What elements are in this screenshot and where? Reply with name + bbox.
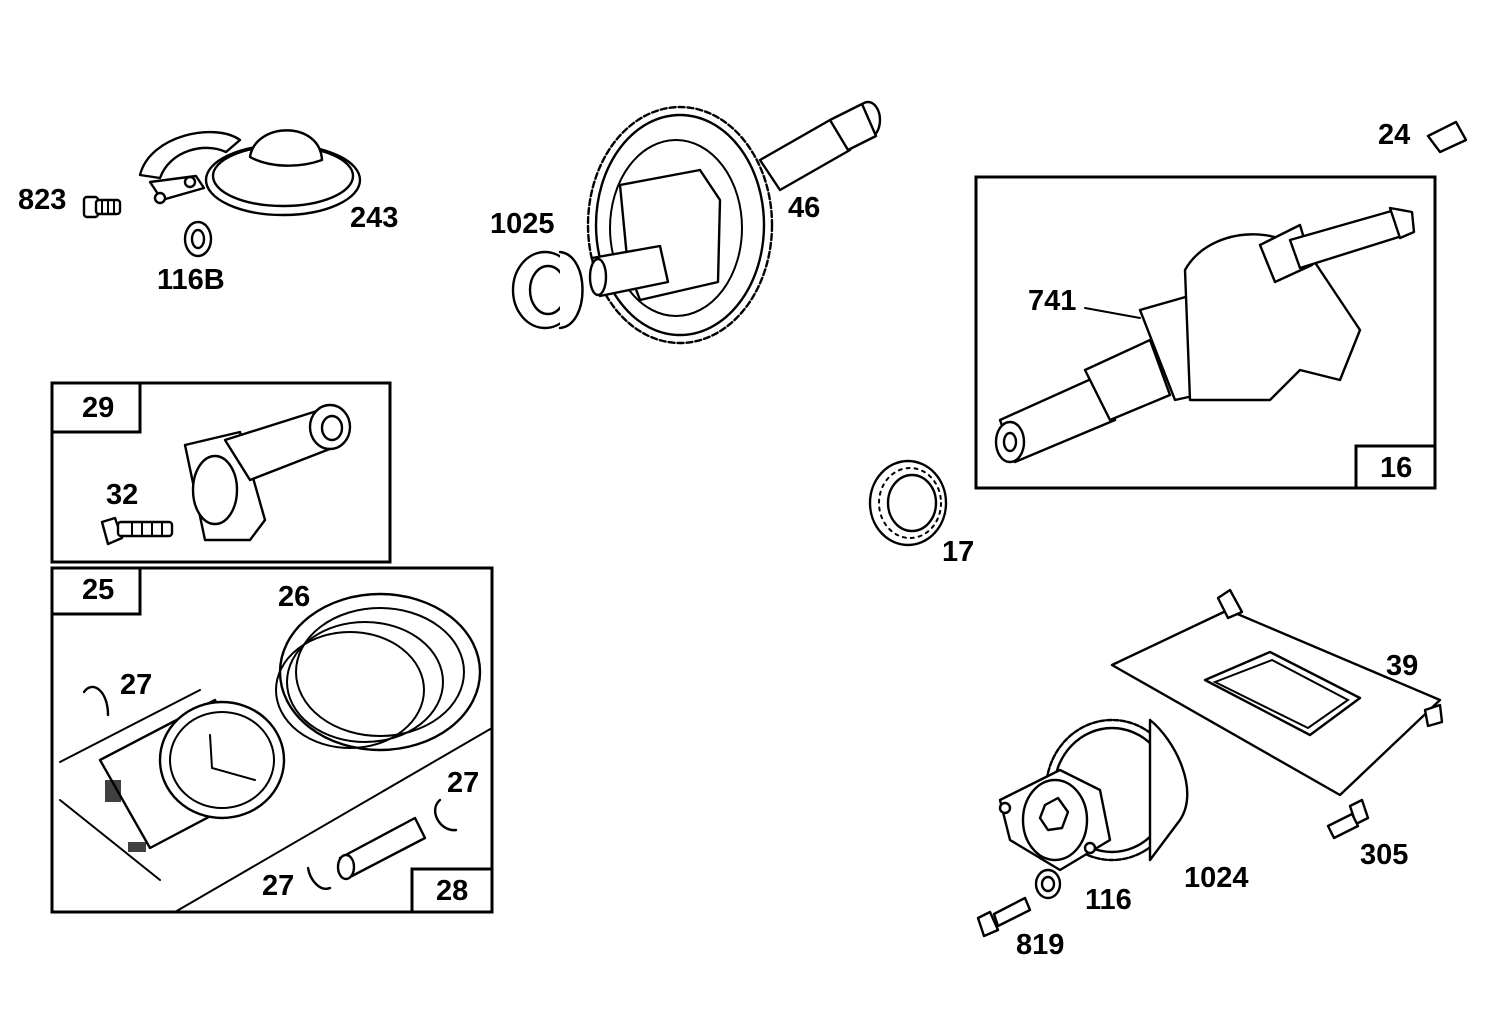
part-39-screen-plate — [1110, 588, 1444, 797]
label-46: 46 — [788, 192, 821, 224]
part-26-piston-rings — [275, 592, 482, 752]
label-1024: 1024 — [1184, 862, 1249, 894]
label-28: 28 — [436, 875, 469, 907]
label-16: 16 — [1380, 452, 1413, 484]
part-27-clip-upper — [82, 685, 110, 717]
label-27-upper: 27 — [120, 669, 153, 701]
label-305: 305 — [1360, 839, 1409, 871]
part-25-piston — [59, 689, 286, 881]
leader-741 — [1084, 307, 1141, 319]
box-29-tag — [50, 381, 142, 434]
label-26: 26 — [278, 581, 311, 613]
label-243: 243 — [350, 202, 399, 234]
part-32-bolt — [100, 516, 174, 546]
label-116: 116 — [1085, 884, 1132, 916]
part-819-bolt — [976, 896, 1032, 938]
part-116-washer — [1034, 868, 1062, 900]
label-17: 17 — [942, 536, 975, 568]
part-1024-oil-pump — [998, 718, 1189, 872]
label-39: 39 — [1386, 650, 1419, 682]
part-27-clip-lower — [306, 866, 332, 890]
label-741: 741 — [1028, 285, 1077, 317]
box-16-frame — [974, 175, 1437, 490]
label-823: 823 — [18, 184, 67, 216]
part-243-cover — [138, 129, 362, 217]
box-28-tag — [410, 867, 494, 914]
box-28-divider — [174, 727, 493, 913]
part-46-camshaft-gear — [586, 100, 882, 345]
part-305-bolt — [1326, 798, 1370, 840]
label-819: 819 — [1016, 929, 1065, 961]
part-24-key — [1426, 120, 1468, 154]
label-29: 29 — [82, 392, 115, 424]
box-25-tag — [50, 566, 142, 616]
box-29-frame — [50, 381, 392, 564]
label-25: 25 — [82, 574, 115, 606]
part-29-connecting-rod — [183, 403, 352, 542]
label-27-lower: 27 — [262, 870, 295, 902]
label-32: 32 — [106, 479, 139, 511]
label-116B: 116B — [157, 264, 225, 296]
part-16-crankshaft — [994, 206, 1416, 464]
part-1025-release — [511, 250, 584, 330]
label-27-right: 27 — [447, 767, 480, 799]
label-24: 24 — [1378, 119, 1411, 151]
part-823-bolt — [82, 195, 122, 219]
box-25-frame — [50, 566, 494, 914]
part-27-clip-right — [433, 798, 458, 832]
part-116B-washer — [183, 220, 213, 258]
label-1025: 1025 — [490, 208, 555, 240]
box-16-tag — [1354, 444, 1437, 490]
part-28-piston-pin — [336, 816, 427, 881]
part-17-bearing — [868, 459, 948, 547]
